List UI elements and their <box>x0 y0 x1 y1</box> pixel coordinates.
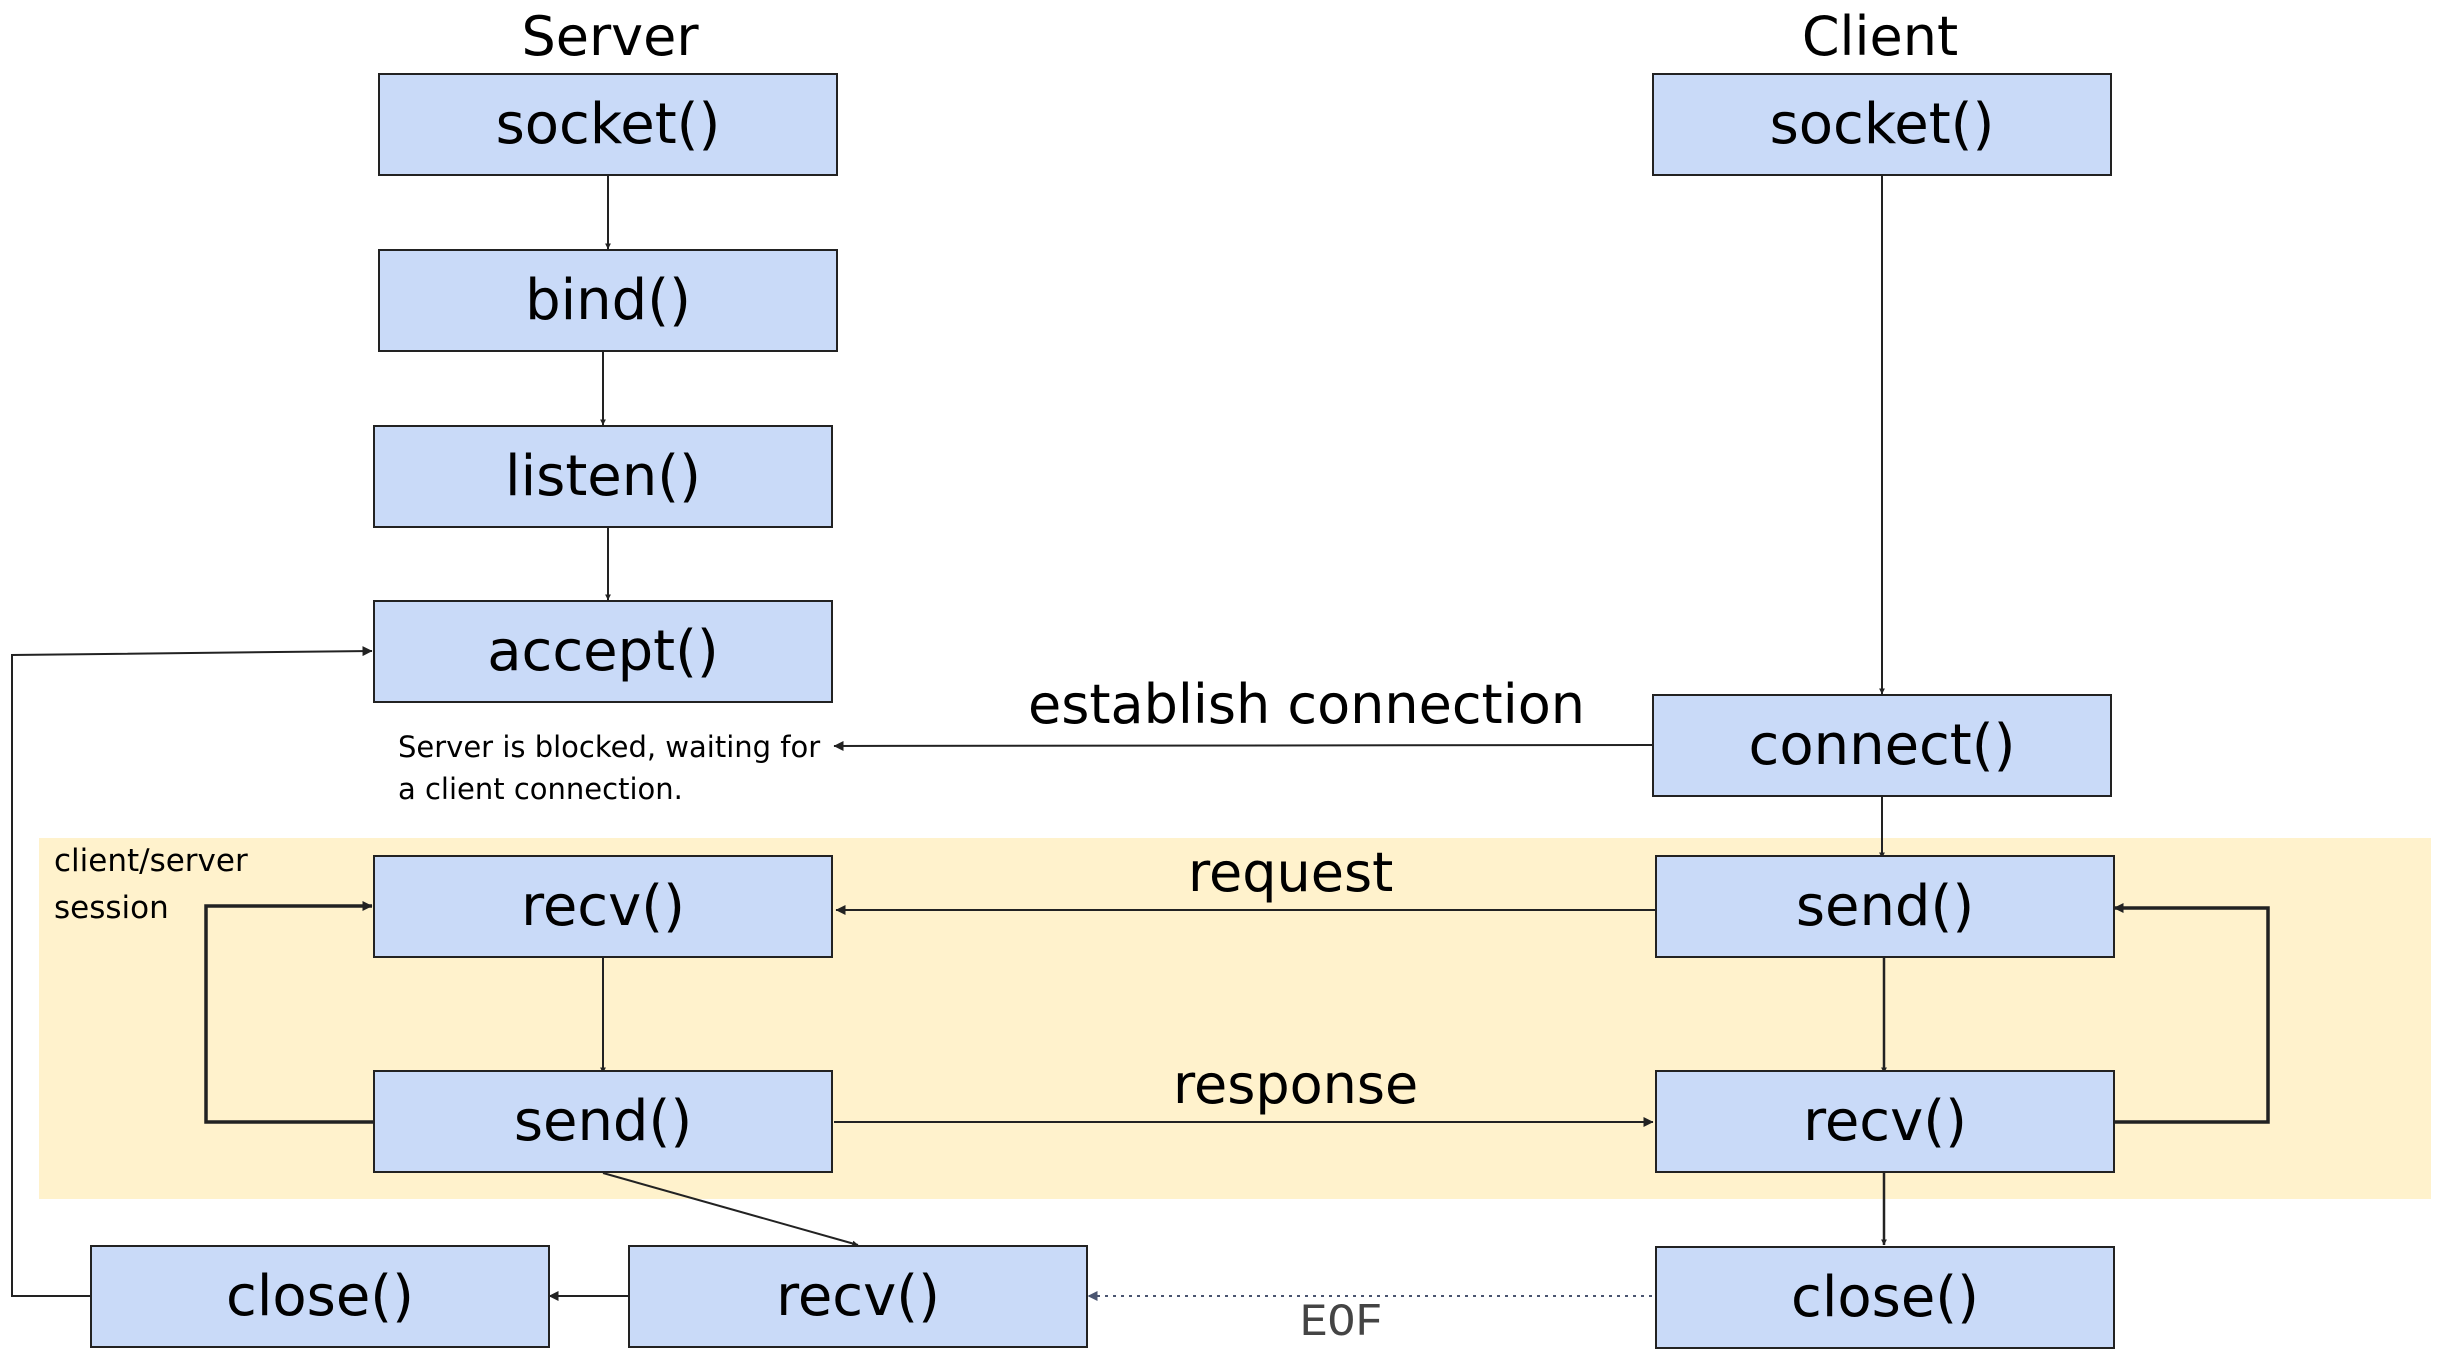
client-column-title: Client <box>1801 5 1959 68</box>
response-label: response <box>1173 1053 1419 1116</box>
server-send-box: send() <box>373 1070 833 1173</box>
session-label-line2: session <box>54 890 169 926</box>
edge-server-loop <box>204 901 374 1124</box>
client-send-box: send() <box>1655 855 2115 958</box>
edge-close-to-accept <box>11 646 373 1297</box>
client-connect-box: connect() <box>1652 694 2112 797</box>
edge-establish-connection <box>833 740 1653 751</box>
server-close-box: close() <box>90 1245 550 1348</box>
session-label: client/server session <box>54 838 248 932</box>
client-recv-box: recv() <box>1655 1070 2115 1173</box>
edge-server-send-to-final-recv <box>602 1172 859 1247</box>
server-accept-box: accept() <box>373 600 833 703</box>
server-socket-box: socket() <box>378 73 838 176</box>
server-column-title: Server <box>521 5 699 68</box>
server-bind-box: bind() <box>378 249 838 352</box>
establish-connection-label: establish connection <box>1028 673 1585 736</box>
server-blocked-note: Server is blocked, waiting for a client … <box>398 726 820 810</box>
request-label: request <box>1188 841 1394 904</box>
server-blocked-note-line1: Server is blocked, waiting for <box>398 730 821 764</box>
server-recv-box: recv() <box>373 855 833 958</box>
edge-client-loop <box>2113 903 2270 1124</box>
eof-label: EOF <box>1300 1297 1383 1349</box>
session-label-line1: client/server <box>54 843 248 879</box>
client-socket-box: socket() <box>1652 73 2112 176</box>
server-final-recv-box: recv() <box>628 1245 1088 1348</box>
server-listen-box: listen() <box>373 425 833 528</box>
server-blocked-note-line2: a client connection. <box>398 772 683 806</box>
client-close-box: close() <box>1655 1246 2115 1349</box>
